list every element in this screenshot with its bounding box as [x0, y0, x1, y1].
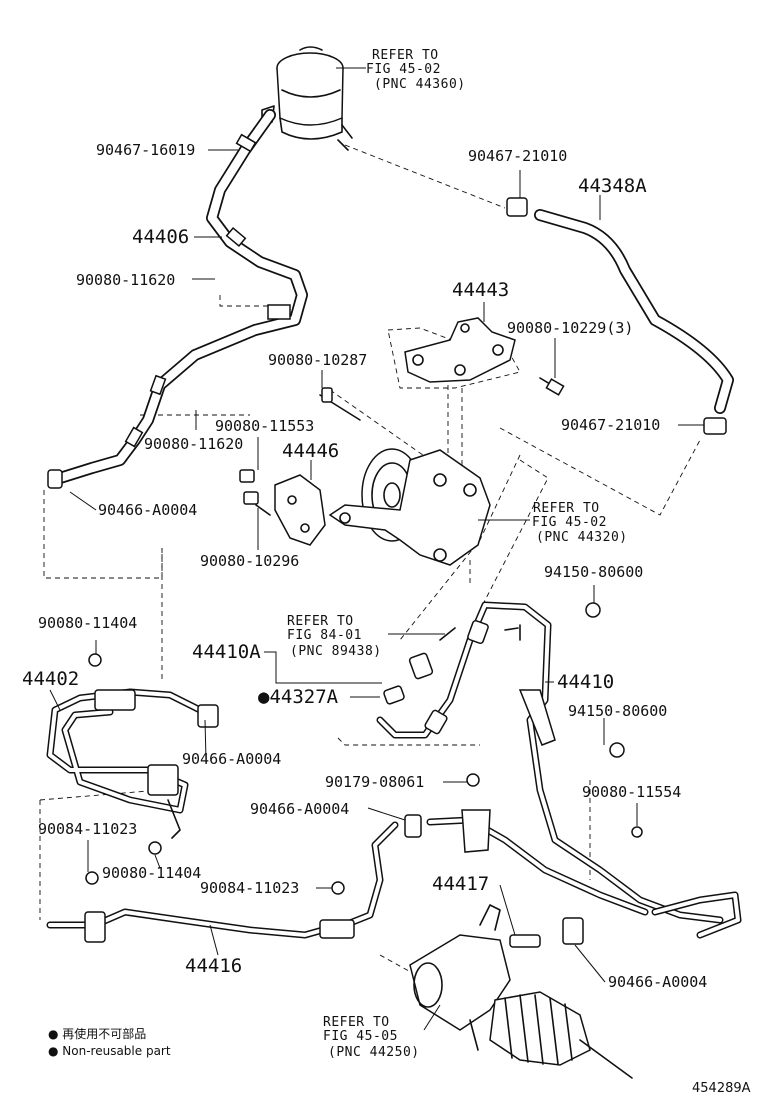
ref-switch: REFER TO FIG 84-01 (PNC 89438)	[287, 614, 382, 659]
label-90080-11553: 90080-11553	[215, 417, 314, 435]
hose-44348A	[506, 197, 734, 435]
label-44410: 44410	[557, 671, 614, 693]
ref-gear-line2: FIG 45-05	[323, 1029, 398, 1044]
ref-reservoir-line2: FIG 45-02	[366, 62, 441, 77]
label-90466-A0004-2: 90466-A0004	[182, 750, 281, 768]
label-44446: 44446	[282, 440, 339, 462]
label-44443: 44443	[452, 279, 509, 301]
hose-44406	[47, 109, 308, 489]
label-90466-A0004-1: 90466-A0004	[98, 501, 197, 519]
label-90466-A0004-4: 90466-A0004	[608, 973, 707, 991]
ref-switch-line2: FIG 84-01	[287, 628, 362, 643]
ref-gear: REFER TO FIG 45-05 (PNC 44250)	[323, 1015, 420, 1060]
label-44402: 44402	[22, 668, 79, 690]
pressure-hose-44410	[376, 601, 724, 924]
label-44417: 44417	[432, 873, 489, 895]
label-90179-08061: 90179-08061	[325, 773, 424, 791]
label-90080-11554: 90080-11554	[582, 783, 681, 801]
ref-pump-line3: (PNC 44320)	[536, 530, 628, 545]
ref-reservoir-line1: REFER TO	[372, 48, 439, 63]
part-labels: 90467-16019 90467-21010 44348A 44406 900…	[22, 141, 707, 991]
ref-gear-line1: REFER TO	[323, 1015, 390, 1030]
label-90080-11620-top: 90080-11620	[76, 271, 175, 289]
legend-line-jp: ● 再使用不可部品	[48, 1026, 146, 1041]
label-90080-11404-1: 90080-11404	[38, 614, 137, 632]
ref-switch-line1: REFER TO	[287, 614, 354, 629]
power-steering-pump	[319, 387, 491, 566]
label-44416: 44416	[185, 955, 242, 977]
label-90080-10296: 90080-10296	[200, 552, 299, 570]
legend: ● 再使用不可部品 ● Non-reusable part	[48, 1026, 171, 1058]
return-tube-44416	[46, 773, 649, 943]
reservoir-tank	[261, 46, 353, 151]
ref-reservoir: REFER TO FIG 45-02 (PNC 44360)	[366, 48, 466, 92]
label-44406: 44406	[132, 226, 189, 248]
label-94150-80600-1: 94150-80600	[544, 563, 643, 581]
ref-switch-line3: (PNC 89438)	[290, 644, 382, 659]
steering-gear	[409, 904, 633, 1079]
ref-pump-line1: REFER TO	[533, 501, 600, 516]
label-90084-11023-2: 90084-11023	[200, 879, 299, 897]
end-fittings	[509, 826, 742, 948]
label-90080-10287: 90080-10287	[268, 351, 367, 369]
ref-gear-line3: (PNC 44250)	[328, 1045, 420, 1060]
cooler-tube-44402	[46, 653, 219, 855]
label-90466-A0004-3: 90466-A0004	[250, 800, 349, 818]
label-90080-10229: 90080-10229(3)	[507, 319, 633, 337]
label-94150-80600-2: 94150-80600	[568, 702, 667, 720]
label-44410A: 44410A	[192, 641, 261, 663]
ref-pump: REFER TO FIG 45-02 (PNC 44320)	[532, 501, 628, 545]
pressure-switch	[383, 627, 456, 705]
leader-lines	[49, 67, 704, 1031]
bracket-44443	[404, 317, 565, 396]
label-44327A: ●44327A	[258, 686, 339, 708]
label-90467-21010-top: 90467-21010	[468, 147, 567, 165]
label-90467-21010-mid: 90467-21010	[561, 416, 660, 434]
label-90080-11620-mid: 90080-11620	[144, 435, 243, 453]
bracket-44446	[239, 469, 326, 546]
label-90084-11023-1: 90084-11023	[38, 820, 137, 838]
legend-line-en: ● Non-reusable part	[48, 1044, 171, 1058]
ref-reservoir-line3: (PNC 44360)	[374, 77, 466, 92]
ref-pump-line2: FIG 45-02	[532, 515, 607, 530]
label-44348A: 44348A	[578, 175, 647, 197]
label-90080-11404-2: 90080-11404	[102, 864, 201, 882]
label-90467-16019: 90467-16019	[96, 141, 195, 159]
figure-number: 454289A	[692, 1081, 751, 1096]
